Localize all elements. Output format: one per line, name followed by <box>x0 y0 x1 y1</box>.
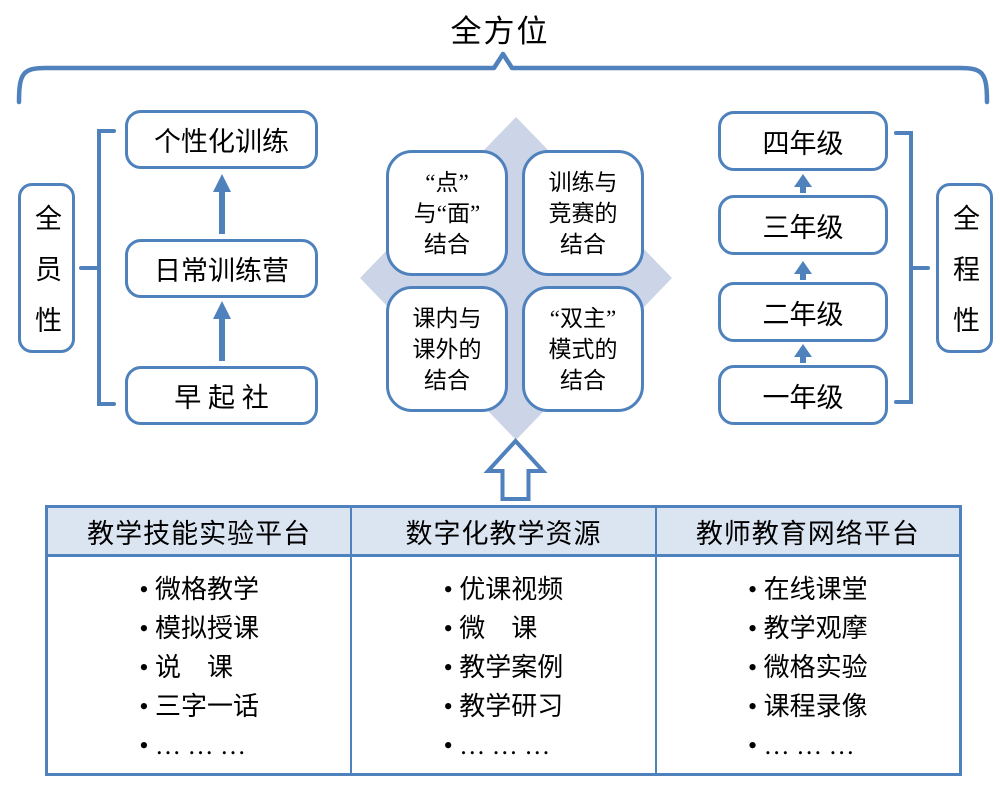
diagram-title: 全方位 <box>450 14 550 49</box>
center-box-line: “点” <box>425 169 469 195</box>
list-item: 微格教学 <box>139 570 259 609</box>
right-box-grade-4: 四年级 <box>718 111 888 171</box>
up-arrow-right-3 <box>794 344 812 363</box>
left-box-personalized-training: 个性化训练 <box>125 110 318 169</box>
list-item: 教学案例 <box>444 648 563 687</box>
right-side-label-box: 全程性 <box>936 183 993 357</box>
top-brace <box>16 51 990 105</box>
right-box-grade-2: 二年级 <box>718 282 888 342</box>
center-box-line: 模式的 <box>548 336 618 362</box>
right-box-grade-3: 三年级 <box>718 195 888 255</box>
center-box-line: “双主” <box>549 305 617 331</box>
list-item: 在线课堂 <box>748 570 868 609</box>
right-box-grade-1: 一年级 <box>718 365 888 425</box>
right-side-label: 全程性 <box>949 203 979 357</box>
table-column-skills-lab: 教学技能实验平台 微格教学 模拟授课 说 课 三字一话 … … … <box>48 508 351 773</box>
table-column-digital-resources: 数字化教学资源 优课视频 微 课 教学案例 教学研习 … … … <box>350 508 655 773</box>
big-up-arrow <box>483 438 548 501</box>
list-item: … … … <box>444 726 564 765</box>
up-arrow-left-1 <box>213 174 231 234</box>
center-box-line: 训练与 <box>548 169 618 195</box>
list-item: 说 课 <box>139 648 259 687</box>
center-box-training-competition: 训练与 竞赛的 结合 <box>522 150 644 276</box>
list-item: 教学研习 <box>444 687 563 726</box>
right-bracket <box>894 131 930 404</box>
center-box-dual-master-mode: “双主” 模式的 结合 <box>522 286 644 412</box>
list-item: 优课视频 <box>444 570 563 609</box>
column-body: 微格教学 模拟授课 说 课 三字一话 … … … <box>48 557 350 773</box>
list-item: 课程录像 <box>748 687 868 726</box>
left-bracket <box>79 129 116 406</box>
up-arrow-right-1 <box>794 174 812 193</box>
column-header: 教师教育网络平台 <box>656 508 959 557</box>
column-body: 在线课堂 教学观摩 微格实验 课程录像 … … … <box>657 557 959 773</box>
left-side-label: 全员性 <box>31 203 61 357</box>
left-box-daily-training-camp: 日常训练营 <box>125 239 318 298</box>
column-body: 优课视频 微 课 教学案例 教学研习 … … … <box>352 557 654 773</box>
center-box-line: 课内与 <box>412 305 482 331</box>
center-box-line: 结合 <box>560 367 606 393</box>
list-item: 微 课 <box>444 609 564 648</box>
center-box-line: 结合 <box>560 231 606 257</box>
list-item: 模拟授课 <box>139 609 259 648</box>
platform-table: 教学技能实验平台 微格教学 模拟授课 说 课 三字一话 … … … 数字化教学资… <box>45 505 962 776</box>
left-side-label-box: 全员性 <box>18 183 75 357</box>
bullet-list: 微格教学 模拟授课 说 课 三字一话 … … … <box>139 570 259 765</box>
bullet-list: 在线课堂 教学观摩 微格实验 课程录像 … … … <box>748 570 868 765</box>
center-box-line: 课外的 <box>412 336 482 362</box>
center-box-line: 结合 <box>424 367 470 393</box>
center-box-in-out-class: 课内与 课外的 结合 <box>386 286 508 412</box>
list-item: 三字一话 <box>139 687 259 726</box>
up-arrow-left-2 <box>213 301 231 361</box>
list-item: 微格实验 <box>748 648 868 687</box>
column-header: 数字化教学资源 <box>352 508 655 557</box>
list-item: … … … <box>139 726 259 765</box>
center-box-point-面: “点” 与“面” 结合 <box>386 150 508 276</box>
center-box-line: 与“面” <box>413 200 481 226</box>
bullet-list: 优课视频 微 课 教学案例 教学研习 … … … <box>444 570 564 765</box>
up-arrow-right-2 <box>794 261 812 280</box>
table-column-teacher-network: 教师教育网络平台 在线课堂 教学观摩 微格实验 课程录像 … … … <box>654 508 959 773</box>
column-header: 教学技能实验平台 <box>48 508 351 557</box>
list-item: … … … <box>748 726 868 765</box>
center-box-line: 结合 <box>424 231 470 257</box>
left-box-early-rise-club: 早 起 社 <box>125 366 318 425</box>
center-box-line: 竞赛的 <box>548 200 618 226</box>
list-item: 教学观摩 <box>748 609 868 648</box>
